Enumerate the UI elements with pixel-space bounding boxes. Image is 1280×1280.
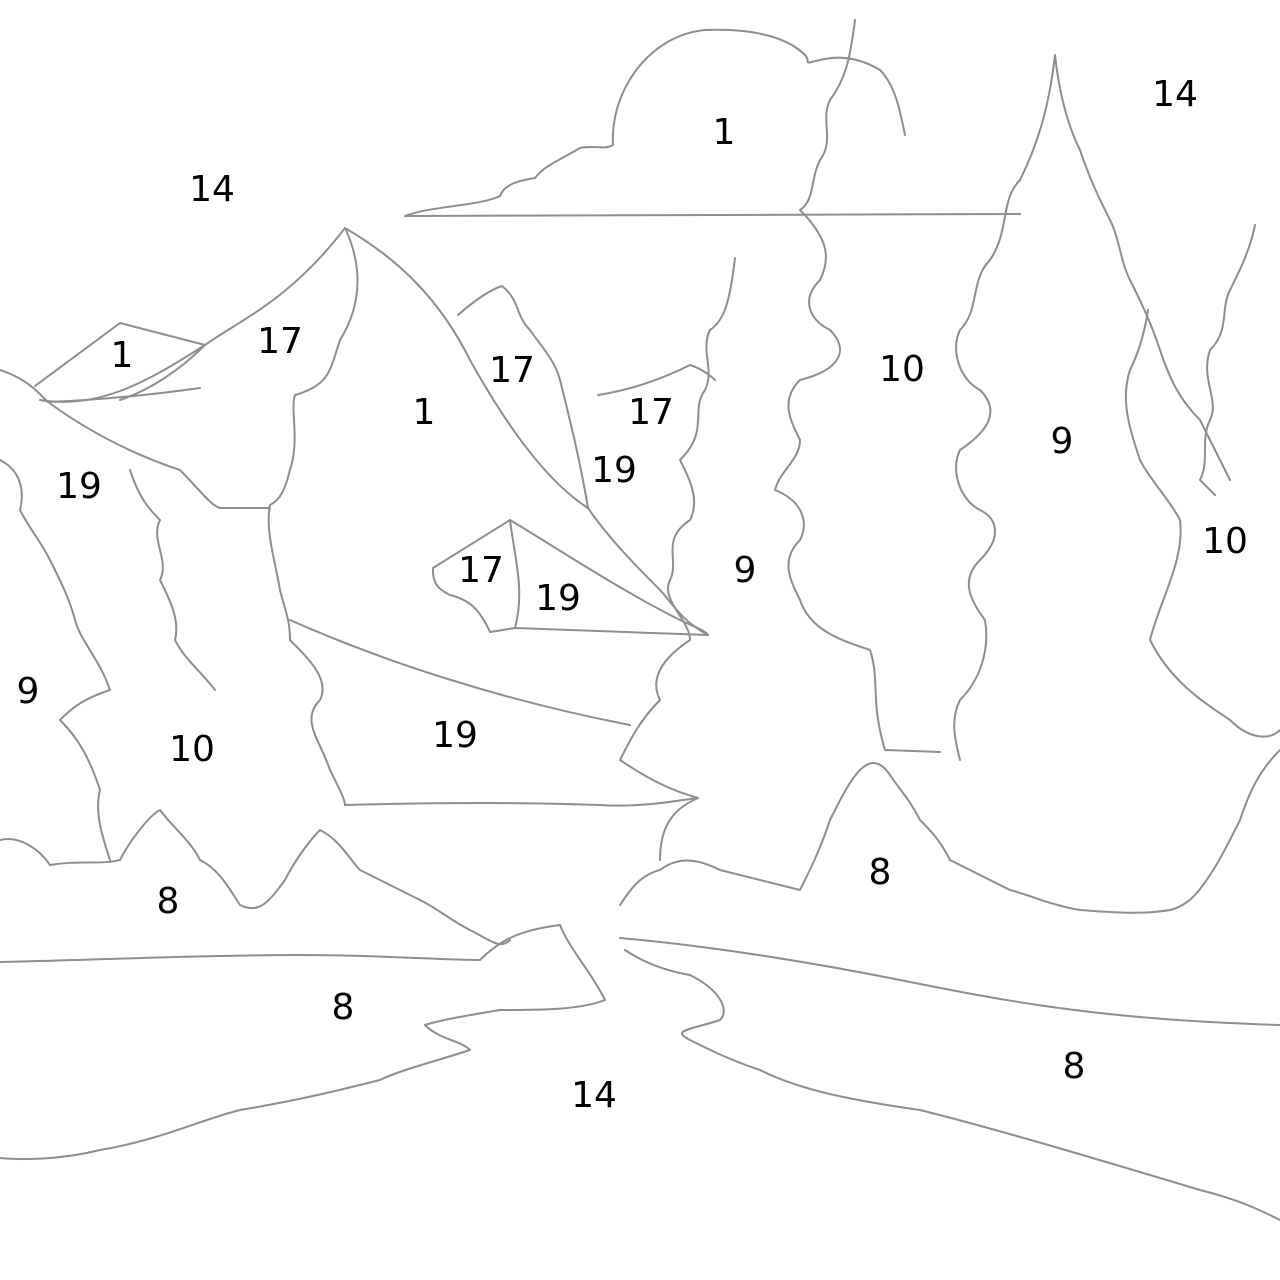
region-number[interactable]: 8 <box>868 852 892 893</box>
region-number[interactable]: 8 <box>1062 1046 1086 1087</box>
region-number[interactable]: 17 <box>458 550 504 591</box>
region-number[interactable]: 1 <box>712 112 736 153</box>
slope-outline[interactable] <box>0 369 709 726</box>
small-ridge-outline[interactable] <box>431 519 709 636</box>
region-number[interactable]: 19 <box>432 715 478 756</box>
river-outline[interactable] <box>0 924 1280 1221</box>
region-number[interactable]: 8 <box>331 987 355 1028</box>
region-number[interactable]: 17 <box>489 350 535 391</box>
right-trees-outline[interactable] <box>953 54 1280 761</box>
center-trees-outline[interactable] <box>619 19 941 861</box>
region-number[interactable]: 9 <box>733 550 757 591</box>
main-mountain-outline[interactable] <box>39 227 589 509</box>
region-number[interactable]: 19 <box>535 578 581 619</box>
region-number[interactable]: 17 <box>257 321 303 362</box>
region-number[interactable]: 9 <box>16 671 40 712</box>
region-number[interactable]: 1 <box>412 392 436 433</box>
sun-cloud-outline[interactable] <box>404 28 1021 217</box>
region-number[interactable]: 1 <box>110 335 134 376</box>
right-peak-outline[interactable] <box>457 285 716 509</box>
region-number[interactable]: 17 <box>628 392 674 433</box>
region-number[interactable]: 14 <box>571 1075 617 1116</box>
region-number[interactable]: 9 <box>1050 421 1074 462</box>
bushes-outline[interactable] <box>0 749 1280 946</box>
region-number[interactable]: 10 <box>879 349 925 390</box>
region-number[interactable]: 14 <box>1152 74 1198 115</box>
region-number[interactable]: 10 <box>169 729 215 770</box>
meadow-outline[interactable] <box>344 797 699 807</box>
region-number[interactable]: 10 <box>1202 521 1248 562</box>
region-number[interactable]: 19 <box>56 466 102 507</box>
region-number[interactable]: 19 <box>591 450 637 491</box>
left-trees-outline[interactable] <box>0 459 346 861</box>
region-number[interactable]: 14 <box>189 169 235 210</box>
region-number[interactable]: 8 <box>156 881 180 922</box>
